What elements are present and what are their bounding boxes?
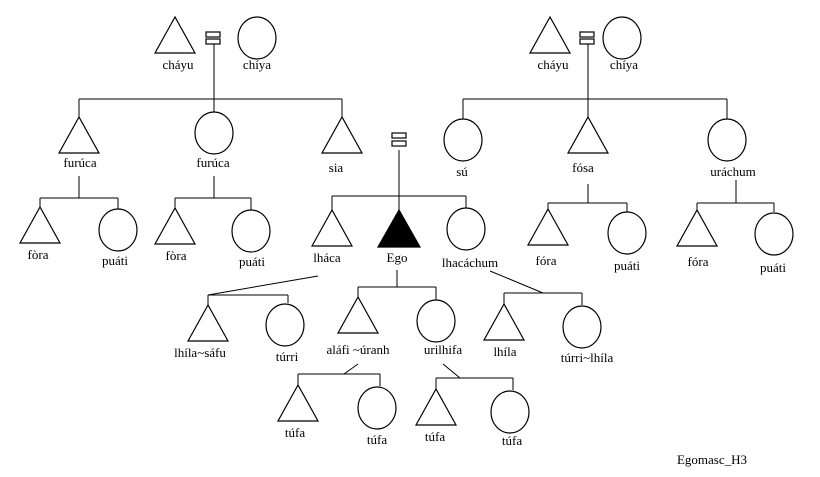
female-symbol: [265, 303, 305, 347]
label-sister-daughter: túrri~lhíla: [561, 350, 614, 365]
label-fb-son: fòra: [28, 247, 49, 262]
label-fz-daughter: puáti: [239, 254, 265, 269]
male-symbol: [153, 15, 197, 54]
label-sister: lhacáchum: [442, 255, 498, 270]
marriage-sign: [391, 132, 407, 147]
female-symbol: [446, 207, 486, 251]
label-son: aláfi ~úranh: [327, 342, 390, 357]
male-symbol: [18, 205, 62, 244]
label-ego: Ego: [387, 250, 408, 265]
label-mz-son: fóra: [688, 254, 709, 269]
label-brother-son: lhíla~sáfu: [174, 345, 226, 360]
marriage-sign: [579, 31, 595, 45]
female-symbol: [754, 212, 794, 256]
label-sister-son: lhíla: [493, 344, 516, 359]
female-symbol: [237, 16, 277, 60]
male-symbol: [320, 115, 364, 154]
female-symbol: [98, 208, 138, 252]
male-symbol: [526, 207, 570, 246]
label-brother-daughter: túrri: [276, 349, 299, 364]
label-mb-son: fóra: [536, 253, 557, 268]
male-symbol: [528, 15, 572, 54]
label-fz-son: fòra: [166, 248, 187, 263]
male-symbol: [153, 206, 197, 245]
ego-symbol: [376, 208, 422, 248]
female-symbol: [607, 211, 647, 255]
male-symbol: [310, 208, 354, 247]
male-symbol: [566, 115, 610, 154]
male-symbol: [482, 302, 526, 341]
label-mz: uráchum: [710, 164, 755, 179]
label-mother: sú: [456, 164, 468, 179]
label-grandfather-right: cháyu: [537, 57, 569, 72]
label-grandfather-left: cháyu: [162, 57, 194, 72]
label-fz: furúca: [196, 155, 229, 170]
label-mz-daughter: puáti: [760, 260, 786, 275]
marriage-sign: [205, 31, 221, 45]
label-grandmother-right: chíya: [610, 57, 638, 72]
connector-lines: [39, 42, 775, 390]
label-son-son: túfa: [285, 425, 305, 440]
female-symbol: [194, 111, 234, 155]
male-symbol: [57, 115, 101, 154]
label-daughter-son: túfa: [425, 429, 445, 444]
label-mb-daughter: puáti: [614, 258, 640, 273]
label-daughter-daughter: túfa: [502, 433, 522, 448]
male-symbol: [186, 303, 230, 342]
figure-caption: Egomasc_H3: [677, 452, 747, 467]
female-symbol: [707, 118, 747, 162]
female-symbol: [231, 209, 271, 253]
label-fb: furúca: [63, 155, 96, 170]
label-son-daughter: túfa: [367, 432, 387, 447]
female-symbol: [490, 390, 530, 434]
female-symbol: [416, 299, 456, 343]
male-symbol: [675, 208, 719, 247]
label-father: sia: [329, 160, 344, 175]
label-mb: fósa: [572, 160, 594, 175]
female-symbol: [357, 386, 397, 430]
male-symbol: [336, 295, 380, 334]
label-daughter: urilhifa: [424, 342, 462, 357]
female-symbol: [562, 305, 602, 349]
male-symbol: [414, 387, 458, 426]
label-grandmother-left: chíya: [243, 57, 271, 72]
male-symbol: [276, 383, 320, 422]
female-symbol: [443, 118, 483, 162]
female-symbol: [602, 16, 642, 60]
label-brother: lháca: [313, 250, 341, 265]
label-fb-daughter: puáti: [102, 253, 128, 268]
